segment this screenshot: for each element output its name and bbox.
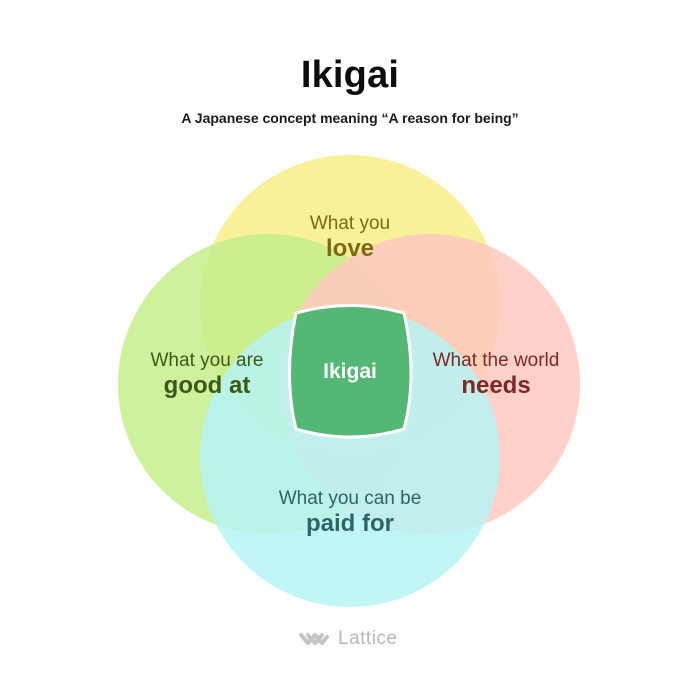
center-label: Ikigai <box>323 360 377 383</box>
center-ikigai-shape <box>288 304 413 439</box>
page-title: Ikigai <box>300 54 400 96</box>
brand-name: Lattice <box>338 628 398 649</box>
label-needs: What the world needs <box>396 350 596 399</box>
label-love: What you love <box>250 213 450 262</box>
lattice-logo-icon <box>299 633 329 645</box>
label-good-at-line2: good at <box>163 371 251 399</box>
label-good-at: What you are good at <box>107 350 307 399</box>
label-needs-line1: What the world <box>432 350 560 371</box>
circle-paid-for <box>200 307 500 607</box>
label-paid-for: What you can be paid for <box>250 488 450 537</box>
label-love-line2: love <box>325 234 375 262</box>
label-paid-for-line2: paid for <box>306 509 394 537</box>
brand-logo: Lattice <box>298 626 397 652</box>
page-subtitle: A Japanese concept meaning “A reason for… <box>181 110 519 126</box>
label-needs-line2: needs <box>461 371 531 399</box>
label-good-at-line1: What you are <box>150 350 264 371</box>
label-paid-for-line1: What you can be <box>278 488 422 509</box>
label-love-line1: What you <box>309 213 391 234</box>
